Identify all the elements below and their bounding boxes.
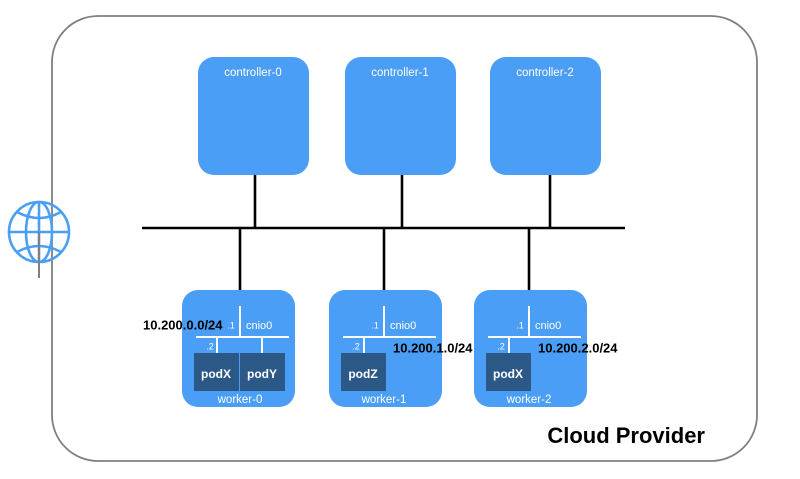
worker-2-label: worker-2 — [506, 394, 552, 406]
worker-2-cidr-label: 10.200.2.0/24 — [538, 340, 618, 355]
worker-2-bridge-label: cnio0 — [535, 320, 561, 332]
worker-0-bridge-label: cnio0 — [246, 320, 272, 332]
worker-node-1[interactable]: .1 cnio0 .2 podZ worker-1 — [329, 290, 442, 407]
worker-0-pod-0-label: podX — [201, 367, 231, 381]
worker-1-cidr-label: 10.200.1.0/24 — [393, 340, 473, 355]
worker-0-pod-1-box[interactable] — [240, 353, 285, 391]
worker-1-pod-0-label: podZ — [348, 367, 377, 381]
worker-2-pod-0-label: podX — [493, 367, 523, 381]
controller-node-2[interactable]: controller-2 — [490, 57, 601, 175]
worker-1-bridge-label: cnio0 — [390, 320, 416, 332]
worker-2-pod-0-box[interactable] — [486, 353, 531, 391]
controller-2-box[interactable] — [490, 57, 601, 175]
worker-0-pod-1-label: podY — [247, 367, 277, 381]
worker-1-pod-0-ip: .2 — [352, 341, 360, 351]
worker-0-bridge-ip: .1 — [227, 320, 235, 330]
controller-0-label: controller-0 — [224, 67, 282, 79]
worker-0-pod-0-ip: .2 — [206, 341, 214, 351]
worker-node-0[interactable]: .1 cnio0 .2 podX podY worker-0 — [182, 290, 295, 407]
worker-2-bridge-ip: .1 — [516, 320, 524, 330]
worker-0-pod-0-box[interactable] — [194, 353, 239, 391]
controller-0-box[interactable] — [198, 57, 309, 175]
worker-1-pod-0-box[interactable] — [341, 353, 386, 391]
worker-2-pod-0-ip: .2 — [497, 341, 505, 351]
controller-node-1[interactable]: controller-1 — [345, 57, 456, 175]
worker-0-cidr-label: 10.200.0.0/24 — [143, 317, 223, 332]
controller-2-label: controller-2 — [516, 67, 574, 79]
cloud-provider-label: Cloud Provider — [547, 423, 705, 448]
controller-1-label: controller-1 — [371, 67, 429, 79]
controller-node-0[interactable]: controller-0 — [198, 57, 309, 175]
worker-node-2[interactable]: .1 cnio0 .2 podX worker-2 — [474, 290, 587, 407]
worker-1-label: worker-1 — [361, 394, 407, 406]
worker-1-bridge-ip: .1 — [371, 320, 379, 330]
controller-1-box[interactable] — [345, 57, 456, 175]
worker-0-label: worker-0 — [217, 394, 263, 406]
